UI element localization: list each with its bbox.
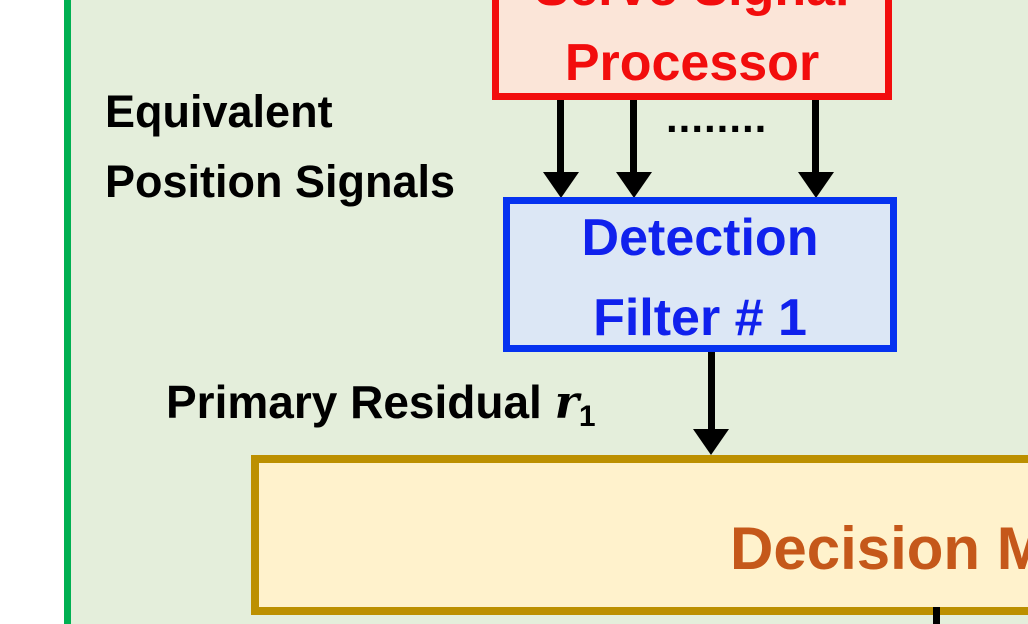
arrow-processor-to-filter-1-stem (557, 100, 564, 173)
equivalent-position-signals-label: Equivalent Position Signals (105, 77, 455, 217)
equivalent-position-signals-line1: Equivalent (105, 86, 333, 137)
ellipsis-dots: ........ (666, 94, 768, 141)
decision-making-block: Decision M (251, 455, 1028, 615)
arrow-processor-to-filter-3-head (798, 172, 834, 198)
detection-filter-block: Detection Filter # 1 (503, 197, 897, 352)
equivalent-position-signals-line2: Position Signals (105, 156, 456, 207)
primary-residual-text: Primary Residual (166, 376, 555, 428)
primary-residual-label: Primary Residual r1 (166, 374, 596, 445)
signal-processor-label-line1: Servo Signal (499, 0, 885, 18)
arrow-filter-to-decision-stem (708, 352, 715, 430)
arrow-processor-to-filter-3-stem (812, 100, 819, 173)
arrow-processor-to-filter-2-head (616, 172, 652, 198)
decision-making-label: Decision M (730, 515, 1028, 582)
residual-math-symbol: r (554, 375, 579, 429)
detection-filter-label-line2: Filter # 1 (593, 289, 807, 347)
arrow-filter-to-decision-head (693, 429, 729, 455)
signal-processor-label-line2: Processor (564, 34, 820, 92)
arrow-processor-to-filter-2-stem (630, 100, 637, 173)
signal-processor-block: Servo Signal Processor (492, 0, 892, 100)
arrow-processor-to-filter-1-head (543, 172, 579, 198)
figure-left-border-line (64, 0, 71, 624)
residual-math-subscript: 1 (578, 400, 596, 433)
arrow-decision-output-stem (933, 607, 940, 624)
detection-filter-label-line1: Detection (581, 209, 819, 267)
